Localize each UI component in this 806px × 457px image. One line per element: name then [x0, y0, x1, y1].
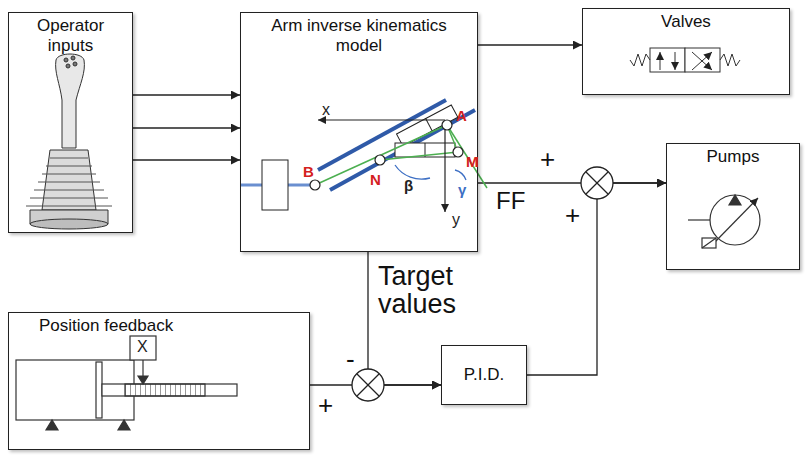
axis-label: y — [452, 212, 460, 228]
signal-arrow — [478, 44, 582, 45]
drawing-stroke — [702, 238, 716, 248]
sign-label: - — [346, 346, 355, 372]
drawing-stroke — [130, 336, 156, 360]
drawing-stroke — [720, 54, 740, 66]
drawing-stroke — [375, 155, 385, 165]
drawing-stroke — [71, 56, 75, 60]
drawing-stroke — [397, 105, 458, 146]
drawing-stroke — [96, 362, 102, 418]
box-title: Position feedback — [9, 313, 309, 336]
signal-label: FF — [494, 188, 527, 213]
drawing-stroke — [692, 52, 712, 70]
joystick-icon — [26, 54, 112, 229]
box-title: Valves — [583, 9, 789, 32]
drawing-stroke — [56, 54, 85, 148]
drawing-stroke — [262, 160, 288, 210]
pumps-box: Pumps — [666, 143, 800, 270]
drawing-stroke — [26, 158, 112, 206]
point-label: A — [456, 108, 467, 123]
drawing-stroke — [586, 172, 608, 194]
drawing-stroke — [453, 147, 463, 157]
drawing-stroke — [714, 198, 758, 243]
box-title: Operator inputs — [9, 13, 132, 56]
drawing-stroke — [310, 180, 320, 190]
drawing-stroke — [675, 52, 676, 70]
cylinder-symbol — [16, 336, 237, 430]
drawing-stroke — [702, 238, 716, 248]
drawing-stroke — [66, 64, 70, 68]
sign-label: + — [565, 202, 580, 228]
drawing-stroke — [330, 110, 475, 190]
box-title: Pumps — [667, 144, 799, 167]
point-label: M — [466, 154, 479, 169]
drawing-stroke — [586, 172, 608, 194]
sensor-label: X — [137, 339, 148, 355]
signal-arrow — [133, 159, 240, 160]
pid-box: P.I.D. — [441, 345, 527, 405]
drawing-stroke — [442, 120, 452, 130]
signal-arrow — [527, 183, 666, 375]
drawing-stroke — [455, 170, 466, 180]
drawing-stroke — [380, 152, 458, 160]
drawing-stroke — [630, 54, 650, 66]
angle-label: β — [404, 178, 413, 193]
drawing-stroke — [46, 420, 58, 430]
summing-junction — [352, 369, 384, 401]
drawing-stroke — [64, 58, 68, 62]
input-box: Operator inputs — [8, 12, 133, 233]
drawing-stroke — [692, 52, 712, 70]
drawing-stroke — [142, 360, 143, 378]
drawing-stroke — [118, 420, 130, 430]
signal-arrow — [133, 127, 240, 128]
angle-label: γ — [458, 182, 466, 197]
drawing-stroke — [30, 219, 108, 229]
drawing-stroke — [73, 62, 77, 66]
valves-box: Valves — [582, 8, 790, 95]
drawing-stroke — [352, 369, 384, 401]
drawing-stroke — [581, 167, 613, 199]
sign-label: + — [318, 392, 333, 418]
box-title: P.I.D. — [460, 365, 508, 385]
drawing-stroke — [710, 195, 760, 245]
feedback-box: Position feedback — [8, 312, 310, 450]
signal-label: Target values — [376, 262, 500, 319]
point-label: B — [303, 164, 314, 179]
model-box: Arm inverse kinematics model — [240, 12, 478, 252]
drawing-stroke — [660, 52, 661, 70]
drawing-stroke — [729, 195, 741, 205]
box-title: Arm inverse kinematics model — [241, 13, 477, 56]
axis-label: x — [322, 102, 330, 118]
drawing-stroke — [310, 120, 463, 190]
pump-symbol — [688, 195, 760, 248]
drawing-stroke — [125, 384, 205, 396]
drawing-stroke — [357, 374, 379, 396]
drawing-stroke — [447, 125, 487, 188]
signal-arrow — [133, 94, 240, 95]
sign-label: + — [540, 146, 555, 172]
drawing-stroke — [138, 376, 148, 384]
drawing-stroke — [42, 150, 96, 210]
drawing-stroke — [102, 384, 237, 396]
drawing-stroke — [318, 119, 445, 120]
summing-junction — [581, 167, 613, 199]
valve-symbol — [630, 48, 740, 72]
arm-illustration — [240, 100, 487, 212]
drawing-stroke — [397, 105, 458, 146]
drawing-stroke — [688, 219, 710, 220]
drawing-stroke — [685, 48, 720, 72]
point-label: N — [370, 172, 381, 187]
drawing-stroke — [357, 374, 379, 396]
drawing-stroke — [444, 120, 445, 212]
drawing-stroke — [395, 165, 430, 179]
drawing-stroke — [650, 48, 685, 72]
